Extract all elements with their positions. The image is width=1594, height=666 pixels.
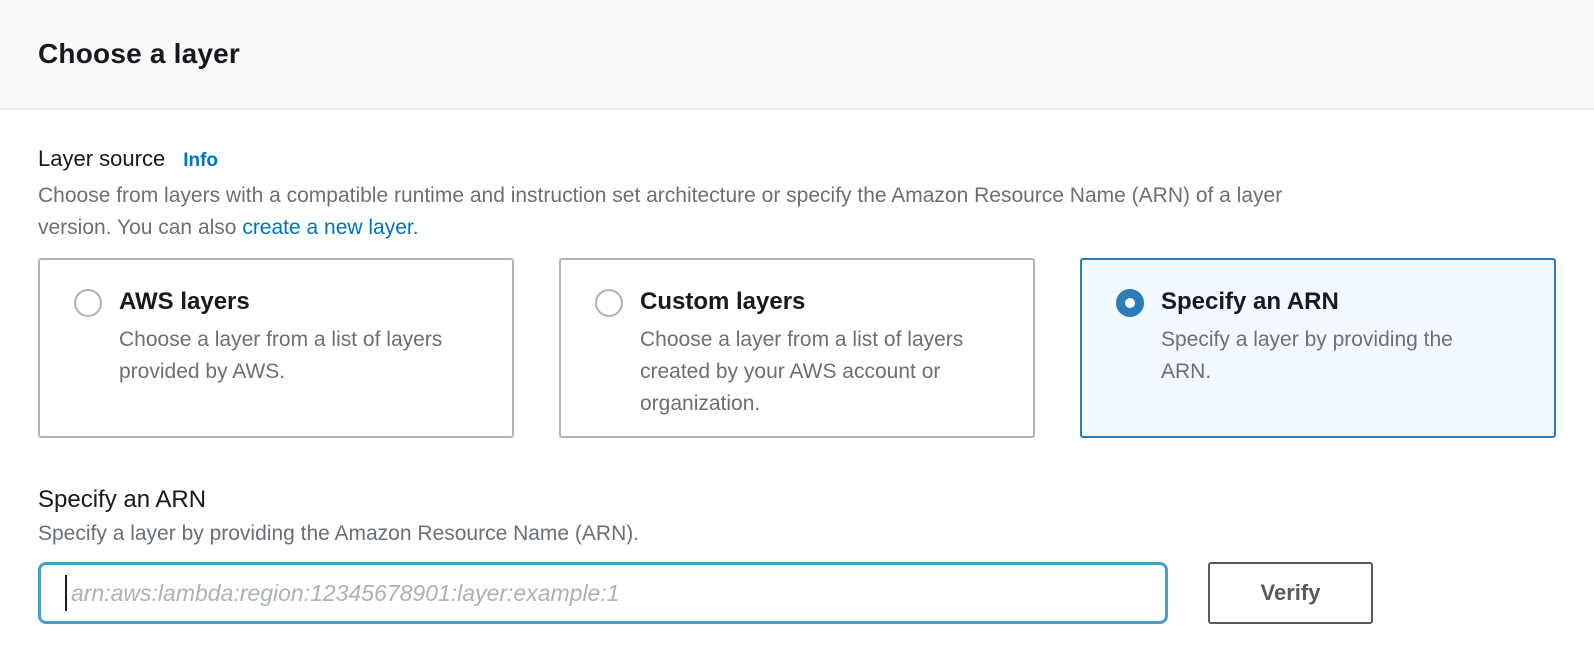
option-body: Custom layers Choose a layer from a list… [640,286,970,420]
text-cursor [65,575,67,611]
layer-option-custom-layers[interactable]: Custom layers Choose a layer from a list… [559,258,1035,438]
radio-specify-arn[interactable] [1116,289,1144,317]
radio-aws-layers[interactable] [74,289,102,317]
arn-input[interactable] [38,562,1168,624]
option-title: AWS layers [119,288,250,315]
page-title: Choose a layer [38,38,240,69]
layer-source-header: Layer source Info [38,146,1556,172]
specify-arn-section: Specify an ARN Specify a layer by provid… [38,486,1556,624]
option-body: AWS layers Choose a layer from a list of… [119,286,449,388]
specify-arn-label: Specify an ARN [38,486,207,513]
layer-option-specify-arn[interactable]: Specify an ARN Specify a layer by provid… [1080,258,1556,438]
arn-input-row: Verify [38,562,1556,624]
verify-button[interactable]: Verify [1208,562,1373,624]
radio-custom-layers[interactable] [595,289,623,317]
option-description: Choose a layer from a list of layers pro… [119,328,443,383]
layer-source-options: AWS layers Choose a layer from a list of… [38,258,1556,438]
layer-source-description: Choose from layers with a compatible run… [38,180,1556,244]
option-title: Specify an ARN [1161,288,1339,315]
layer-source-label: Layer source [38,146,166,171]
option-description: Choose a layer from a list of layers cre… [640,328,964,415]
dialog-header: Choose a layer [0,0,1594,110]
dialog-content: Layer source Info Choose from layers wit… [0,110,1594,624]
layer-source-description-line1: Choose from layers with a compatible run… [38,184,1283,207]
arn-input-wrap [38,562,1168,624]
option-description: Specify a layer by providing the ARN. [1161,328,1453,383]
create-new-layer-link[interactable]: create a new layer. [242,216,419,239]
option-title: Custom layers [640,288,806,315]
layer-option-aws-layers[interactable]: AWS layers Choose a layer from a list of… [38,258,514,438]
specify-arn-description: Specify a layer by providing the Amazon … [38,522,640,545]
layer-source-description-line2: version. You can also [38,216,243,239]
option-body: Specify an ARN Specify a layer by provid… [1161,286,1491,388]
info-link[interactable]: Info [183,150,219,171]
